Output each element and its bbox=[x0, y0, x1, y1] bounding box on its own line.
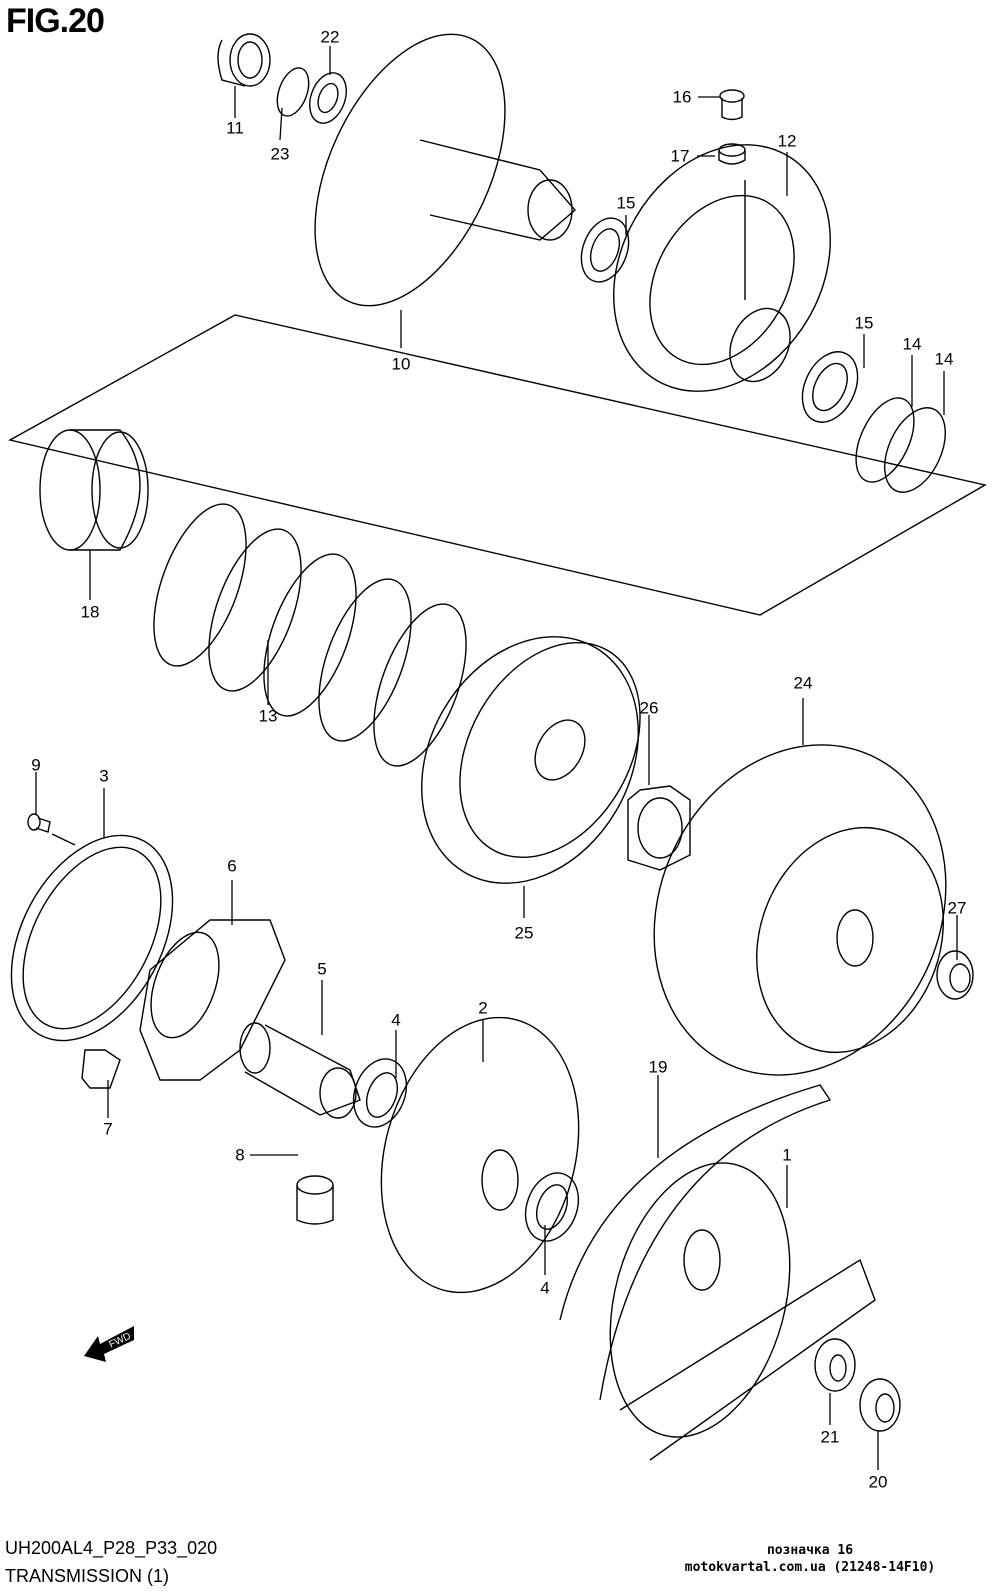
part-seal-15b bbox=[801, 351, 859, 423]
callout-6: 6 bbox=[227, 856, 237, 876]
part-fan-face-1 bbox=[609, 1162, 791, 1438]
callout-8: 8 bbox=[235, 1145, 245, 1165]
callout-17: 17 bbox=[670, 146, 690, 166]
leader-lines bbox=[35, 46, 958, 1470]
callout-9: 9 bbox=[31, 755, 41, 775]
part-slide-7 bbox=[81, 1049, 121, 1089]
figure-title: FIG.20 bbox=[6, 2, 105, 40]
part-nut-27 bbox=[936, 950, 974, 1000]
part-o-ring-14a bbox=[855, 397, 915, 483]
callout-16: 16 bbox=[672, 87, 692, 107]
part-v-belt-19 bbox=[559, 1084, 876, 1461]
part-seal-4a bbox=[352, 1058, 408, 1128]
callout-23: 23 bbox=[270, 144, 290, 164]
callout-4-lower: 4 bbox=[540, 1278, 550, 1298]
callout-15-upper: 15 bbox=[616, 193, 636, 213]
part-circlip-23 bbox=[276, 67, 310, 117]
part-nut-20 bbox=[859, 1378, 901, 1432]
part-pin-16 bbox=[719, 89, 745, 121]
callout-5: 5 bbox=[317, 959, 327, 979]
watermark-line1: позначка 16 bbox=[766, 1543, 854, 1558]
callout-22: 22 bbox=[320, 27, 340, 47]
part-collar-8 bbox=[296, 1175, 334, 1225]
part-screw-9 bbox=[27, 813, 76, 846]
part-o-ring-14b bbox=[884, 407, 946, 493]
callout-14-a: 14 bbox=[902, 334, 922, 354]
watermark-line2: motokvartal.com.ua (21248-14F10) bbox=[684, 1560, 936, 1575]
part-clutch-housing-24 bbox=[653, 744, 947, 1076]
part-clutch-shoe-25 bbox=[421, 636, 641, 884]
part-roller-17 bbox=[718, 143, 746, 165]
part-spring-13 bbox=[153, 503, 467, 767]
callout-25: 25 bbox=[514, 923, 534, 943]
callout-11: 11 bbox=[226, 118, 244, 138]
part-holder-6 bbox=[139, 919, 286, 1081]
part-washer-21 bbox=[814, 1338, 856, 1392]
part-bearing-22 bbox=[309, 72, 347, 124]
callout-18: 18 bbox=[80, 602, 100, 622]
part-needle-bearing-11 bbox=[217, 33, 271, 87]
part-cover-18 bbox=[39, 429, 149, 551]
part-face-10 bbox=[314, 33, 576, 307]
sub-assembly-outline bbox=[8, 314, 987, 616]
callout-24: 24 bbox=[793, 673, 813, 693]
callout-27: 27 bbox=[947, 898, 967, 918]
callout-19: 19 bbox=[648, 1057, 668, 1077]
callout-21: 21 bbox=[820, 1427, 840, 1447]
callout-1: 1 bbox=[782, 1145, 792, 1165]
callout-13: 13 bbox=[258, 706, 278, 726]
part-drive-face-2 bbox=[380, 1016, 580, 1294]
model-code: UH200AL4_P28_P33_020 bbox=[5, 1538, 218, 1558]
part-nut-26 bbox=[627, 785, 691, 871]
part-plate-3 bbox=[10, 834, 174, 1042]
callout-2: 2 bbox=[478, 998, 488, 1018]
callout-3: 3 bbox=[99, 766, 109, 786]
part-seal-15a bbox=[580, 217, 630, 283]
callout-20: 20 bbox=[868, 1472, 888, 1492]
callout-14-b: 14 bbox=[934, 349, 954, 369]
callout-12: 12 bbox=[777, 131, 797, 151]
callout-10: 10 bbox=[391, 354, 411, 374]
callout-7: 7 bbox=[103, 1119, 113, 1139]
callout-26: 26 bbox=[639, 698, 659, 718]
part-spacer-5 bbox=[239, 1022, 361, 1119]
section-name: TRANSMISSION (1) bbox=[5, 1566, 170, 1586]
callout-4-upper: 4 bbox=[391, 1010, 401, 1030]
forward-direction-arrow-icon: FWD bbox=[82, 1318, 138, 1362]
part-seal-4b bbox=[524, 1172, 580, 1242]
fwd-label: FWD bbox=[107, 1331, 132, 1351]
callout-15-lower: 15 bbox=[854, 313, 874, 333]
